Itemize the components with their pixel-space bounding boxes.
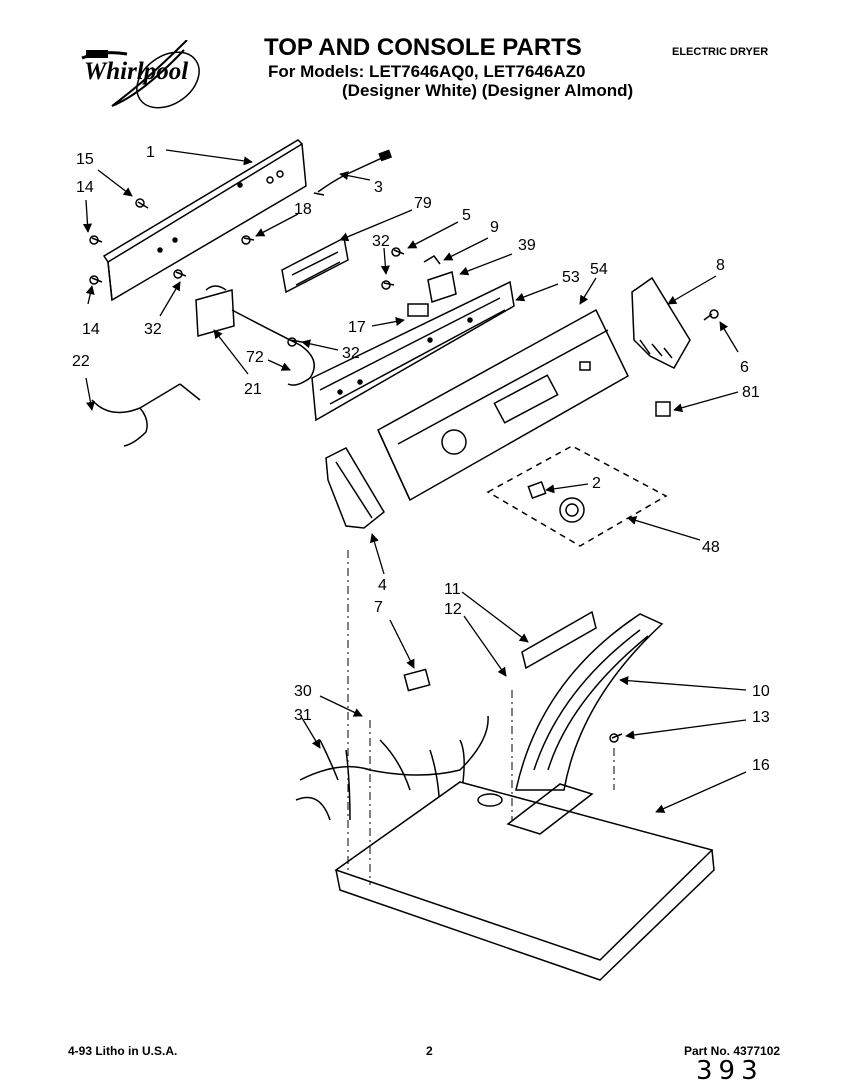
callout-label: 5 (462, 207, 471, 224)
connector-7 (403, 668, 431, 692)
callout-label: 15 (76, 151, 94, 168)
main-wire-harness-31 (295, 715, 489, 821)
console-54 (377, 308, 629, 502)
end-cap-4 (325, 447, 385, 529)
button-81 (655, 401, 671, 417)
callout-label: 13 (752, 709, 770, 726)
callout-label: 12 (444, 601, 462, 618)
callout-label: 11 (444, 581, 461, 598)
models-line-2: (Designer White) (Designer Almond) (342, 81, 634, 100)
brand-name: Whirlpool (84, 58, 189, 85)
lamp-socket-17 (407, 303, 429, 317)
model-list: For Models: LET7646AQ0, LET7646AZ0 (Desi… (268, 62, 633, 100)
top-panel-16 (334, 781, 715, 981)
callout-label: 9 (490, 219, 499, 236)
part-number: Part No. 4377102 (684, 1044, 781, 1058)
callout-label: 17 (348, 319, 366, 336)
callout-label: 53 (562, 269, 580, 286)
callout-label: 4 (378, 577, 387, 594)
callout-label: 21 (244, 381, 262, 398)
callout-label: 32 (372, 233, 390, 250)
callout-label: 16 (752, 757, 770, 774)
terminal-block-21 (195, 285, 235, 337)
exhaust-duct-10 (515, 613, 664, 791)
callout-label: 6 (740, 359, 749, 376)
callout-label: 1 (146, 144, 155, 161)
callout-label: 48 (702, 539, 720, 556)
callout-label: 54 (590, 261, 608, 278)
lint-screen-11 (521, 610, 597, 670)
switch-bracket-79 (281, 236, 349, 294)
callout-label: 79 (414, 195, 432, 212)
callout-label: 30 (294, 683, 312, 700)
screws (89, 192, 719, 743)
callout-label: 10 (752, 683, 770, 700)
callout-label: 8 (716, 257, 725, 274)
callout-label: 32 (144, 321, 162, 338)
callout-label: 81 (742, 384, 760, 401)
callout-label: 39 (518, 237, 536, 254)
rear-console-panel (102, 139, 307, 302)
callout-label: 2 (592, 475, 601, 492)
timer-2 (527, 481, 547, 499)
callout-label: 72 (246, 349, 264, 366)
page-title: TOP AND CONSOLE PARTS (264, 34, 582, 61)
handwritten-note: 393 (696, 1056, 764, 1086)
callout-label: 31 (294, 707, 312, 724)
callout-label: 18 (294, 201, 312, 218)
callout-label: 32 (342, 345, 360, 362)
callout-labels: 1 15 3 14 18 79 5 9 32 39 54 53 8 14 32 … (72, 144, 770, 774)
timer-knob (559, 497, 585, 523)
appliance-type: ELECTRIC DRYER (672, 46, 769, 58)
litho-note: 4-93 Litho in U.S.A. (68, 1044, 178, 1058)
switch-39 (423, 255, 457, 303)
callout-label: 7 (374, 599, 383, 616)
callout-label: 14 (82, 321, 100, 338)
callout-label: 3 (374, 179, 383, 196)
end-cap-8 (631, 276, 691, 369)
page-number: 2 (426, 1044, 433, 1058)
models-line-1: For Models: LET7646AQ0, LET7646AZ0 (268, 62, 586, 81)
control-panel-53 (311, 280, 515, 422)
whirlpool-logo (81, 40, 200, 109)
callout-label: 22 (72, 353, 90, 370)
callout-label: 14 (76, 179, 94, 196)
wire-harness-72 (231, 309, 315, 386)
timer-outline-48 (486, 445, 668, 547)
wire-harness-22 (91, 383, 201, 447)
